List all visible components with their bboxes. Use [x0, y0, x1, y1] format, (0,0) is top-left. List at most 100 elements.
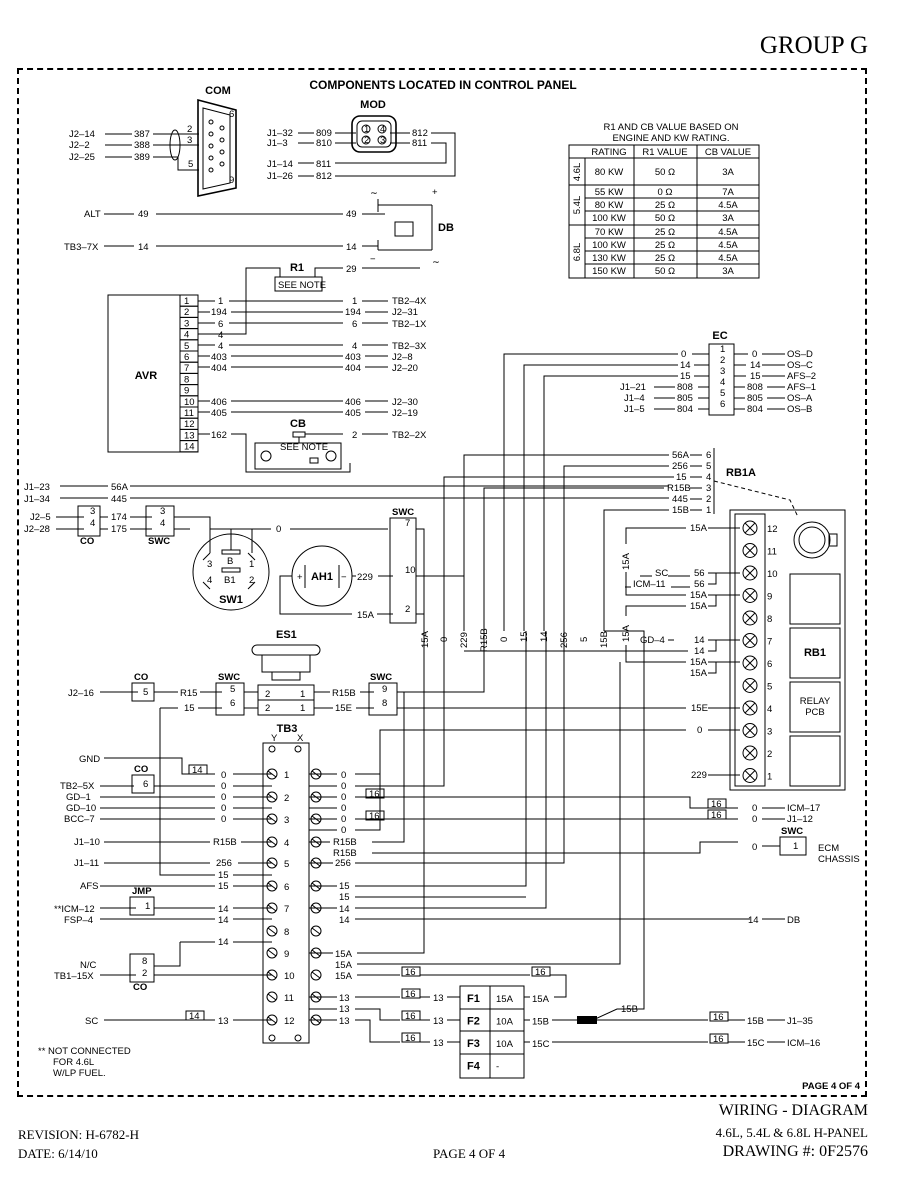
svg-text:0: 0	[697, 725, 702, 736]
svg-text:AFS–1: AFS–1	[787, 382, 816, 393]
rb1a-terminal: 1	[767, 772, 772, 783]
svg-text:256: 256	[335, 858, 351, 869]
svg-text:8: 8	[142, 956, 147, 967]
svg-text:15E: 15E	[335, 703, 352, 714]
ecm-chassis-1: ECM	[818, 843, 839, 854]
svg-text:GD–4: GD–4	[640, 635, 665, 646]
svg-text:14: 14	[748, 915, 759, 926]
svg-text:GD–1: GD–1	[66, 792, 91, 803]
svg-text:J2–20: J2–20	[392, 363, 418, 374]
drawing-subtitle: 4.6L, 5.4L & 6.8L H-PANEL	[715, 1125, 868, 1140]
svg-text:13: 13	[339, 1016, 350, 1027]
svg-text:804: 804	[747, 404, 763, 415]
svg-text:CO: CO	[134, 764, 148, 775]
r1-label: R1	[290, 262, 304, 274]
svg-text:1: 1	[364, 124, 369, 135]
rb1a-terminal: 2	[767, 749, 772, 760]
com-connector: 69	[197, 98, 237, 197]
swc-connector-es: SWC 56	[215, 672, 245, 716]
svg-text:194: 194	[345, 307, 361, 318]
svg-text:1: 1	[218, 296, 223, 307]
svg-text:404: 404	[345, 363, 361, 374]
svg-text:229: 229	[357, 572, 373, 583]
svg-text:3: 3	[720, 366, 725, 377]
svg-text:256: 256	[216, 858, 232, 869]
svg-text:J1–26: J1–26	[267, 171, 293, 182]
co-connector-tb1: 82 CO	[129, 953, 155, 993]
svg-text:0: 0	[752, 842, 757, 853]
tb3-terminal: 4	[284, 838, 289, 849]
svg-text:J1–4: J1–4	[624, 393, 645, 404]
table-cell: 3A	[722, 266, 734, 277]
svg-text:808: 808	[677, 382, 693, 393]
rb1a-terminal: 8	[767, 614, 772, 625]
svg-text:2: 2	[405, 604, 410, 615]
fuse-id: F4	[467, 1061, 481, 1073]
es1-label: ES1	[276, 629, 297, 641]
engine-54: 5.4L	[572, 196, 583, 215]
co-label: CO	[80, 536, 94, 547]
svg-text:J2–2: J2–2	[69, 140, 90, 151]
svg-text:14: 14	[218, 937, 229, 948]
svg-text:TB1–15X: TB1–15X	[54, 971, 94, 982]
svg-text:2: 2	[364, 135, 369, 146]
svg-text:15B: 15B	[747, 1016, 764, 1027]
svg-text:B: B	[227, 556, 233, 567]
svg-text:SWC: SWC	[370, 672, 392, 683]
table-cell: 4.5A	[718, 253, 738, 264]
swc-connector-ecm: SWC 1	[779, 826, 807, 856]
table-cell: 7A	[722, 187, 734, 198]
svg-text:6: 6	[143, 779, 148, 790]
table-cell: 25 Ω	[655, 227, 675, 238]
diagram-frame	[17, 68, 867, 1097]
svg-text:J2–19: J2–19	[392, 408, 418, 419]
svg-text:387: 387	[134, 129, 150, 140]
avr-terminal: 12	[184, 419, 195, 430]
page-number: PAGE 4 OF 4	[433, 1146, 506, 1161]
svg-text:14: 14	[339, 904, 350, 915]
jmp-connector: JMP 1	[129, 886, 155, 916]
svg-text:7: 7	[405, 518, 410, 529]
ec-label: EC	[712, 330, 727, 342]
svg-text:14: 14	[680, 360, 691, 371]
svg-text:0: 0	[752, 814, 757, 825]
fuse-rating: -	[496, 1062, 499, 1073]
footnote-1: ** NOT CONNECTED	[38, 1046, 131, 1057]
svg-text:R15B: R15B	[667, 483, 691, 494]
rb1a-terminal: 5	[767, 682, 772, 693]
table-cell: 80 KW	[595, 200, 624, 211]
svg-text:14: 14	[694, 646, 705, 657]
com-label: COM	[205, 85, 231, 97]
svg-text:0: 0	[221, 803, 226, 814]
svg-text:1: 1	[352, 296, 357, 307]
svg-text:388: 388	[134, 140, 150, 151]
svg-text:0: 0	[341, 803, 346, 814]
svg-text:56A: 56A	[111, 482, 129, 493]
svg-text:13: 13	[433, 993, 444, 1004]
revision: REVISION: H-6782-H	[18, 1127, 139, 1142]
svg-text:15E: 15E	[691, 703, 708, 714]
svg-text:J1–35: J1–35	[787, 1016, 813, 1027]
cb-note: SEE NOTE	[280, 442, 328, 453]
svg-text:R15B: R15B	[213, 837, 237, 848]
svg-text:2: 2	[142, 968, 147, 979]
svg-text:4: 4	[160, 518, 165, 529]
svg-text:0: 0	[681, 349, 686, 360]
tb3-terminal: 8	[284, 927, 289, 938]
table-cell: 50 Ω	[655, 213, 675, 224]
svg-text:811: 811	[412, 138, 427, 149]
svg-text:404: 404	[211, 363, 227, 374]
svg-text:TB2–5X: TB2–5X	[60, 781, 95, 792]
swc-connector-right: SWC 98	[368, 672, 398, 716]
fuse-id: F3	[467, 1038, 480, 1050]
svg-text:J1–5: J1–5	[624, 404, 645, 415]
svg-text:J2–25: J2–25	[69, 152, 95, 163]
svg-text:3: 3	[380, 135, 385, 146]
rb1a-label: RB1A	[726, 467, 756, 479]
tb3-terminal: 9	[284, 949, 289, 960]
circuit-breaker: SEE NOTE	[254, 431, 342, 470]
svg-text:−: −	[341, 572, 347, 583]
avr-terminal: 1	[184, 296, 189, 307]
tb3-terminal: 5	[284, 859, 289, 870]
